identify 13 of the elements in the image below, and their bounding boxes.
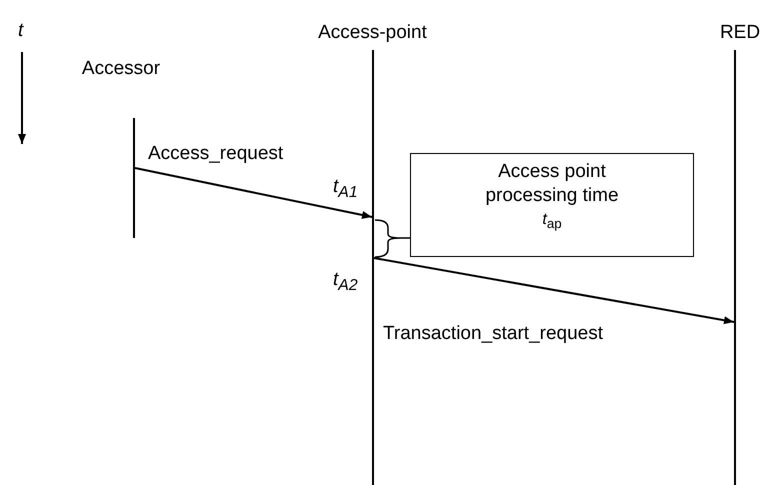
participant-name: Accessor [80,58,162,80]
message-arrow [134,167,372,219]
participant-name: RED [718,22,762,44]
axis-label: t [18,20,24,42]
time-label: t$_{A1}$ [333,176,358,202]
message-label: Transaction_start_request [383,323,604,345]
message-label: Access_request [148,143,284,165]
time-symbol: t$_{ap}$ [541,210,563,234]
message-arrow [374,257,734,324]
time-label: t$_{A2}$ [333,269,358,295]
note-box [410,153,694,257]
participant-name: Access-point [317,22,428,44]
note-text: Access point processing time [484,160,620,208]
